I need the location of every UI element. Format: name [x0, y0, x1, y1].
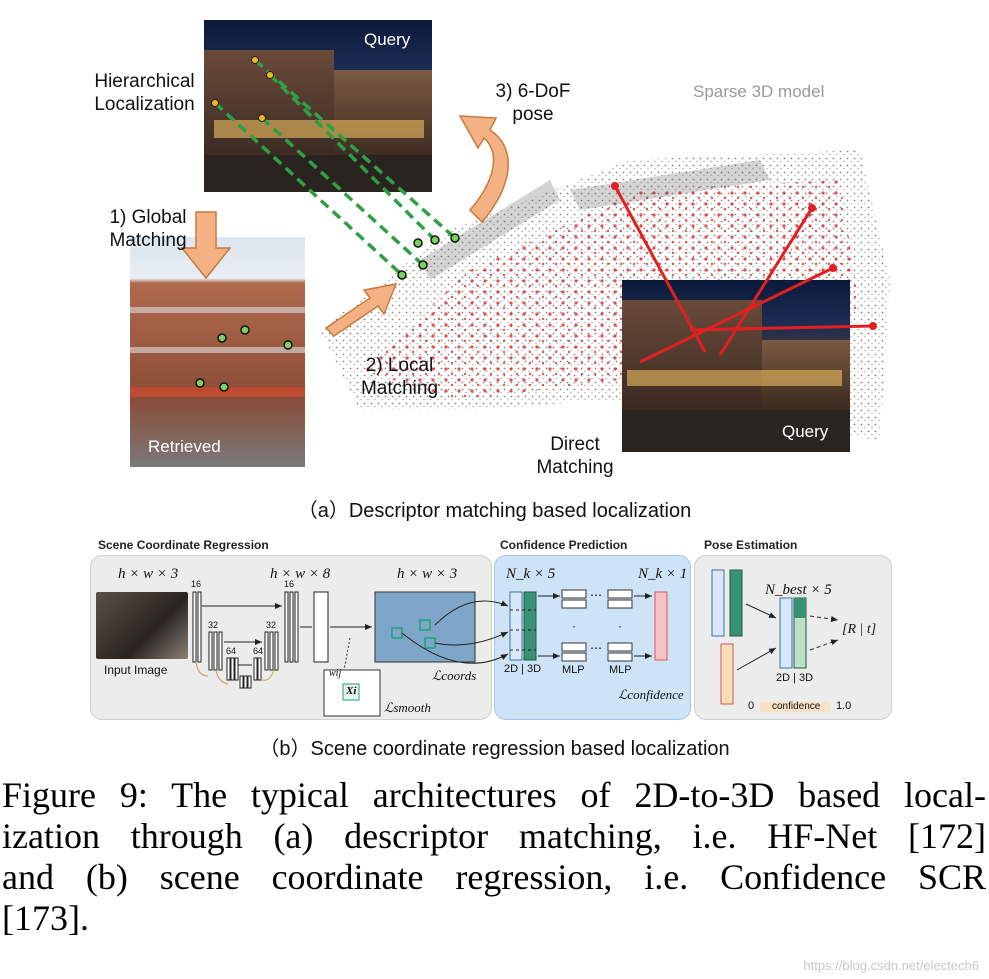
global-matching-arrow [180, 211, 232, 280]
dim-nk5: N_k × 5 [506, 566, 556, 582]
retrieved-label: Retrieved [148, 437, 221, 456]
query-bottom-label: Query [782, 422, 829, 441]
title-confidence-prediction: Confidence Prediction [500, 538, 628, 552]
query-image-top: Query [204, 20, 432, 192]
confidence-scale-1: 1.0 [836, 700, 852, 712]
title-scene-coordinate-regression: Scene Coordinate Regression [98, 538, 269, 552]
dim-hidden: h × w × 8 [270, 566, 331, 582]
retrieved-image: Retrieved [130, 237, 305, 467]
local-matching-arrow [324, 283, 398, 337]
network-diagram: ⋯ ⋯ · · [192, 569, 839, 717]
caption-b: （b）Scene coordinate regression based loc… [259, 738, 730, 760]
six-dof-pose-label: 3) 6-DoF pose [495, 81, 571, 125]
ch32a: 32 [208, 620, 219, 630]
local-matching-label: 2) Local Matching [360, 355, 439, 399]
matching-overlay [180, 56, 877, 392]
hierarchical-localization-label: Hierarchical Localization [94, 71, 195, 115]
query-top-label: Query [364, 30, 411, 49]
figure-caption-line: and (b) scene coordinate regression, i.e… [2, 857, 986, 897]
x-i-label: Xi [346, 685, 357, 697]
panel-b: Scene Coordinate Regression Confidence P… [0, 530, 989, 760]
svg-text:⋯: ⋯ [590, 641, 602, 655]
w-ij-label: wij [329, 668, 342, 679]
figure-caption: Figure 9: The typical architectures of 2… [2, 775, 986, 939]
figure-caption-line: [173]. [2, 898, 89, 938]
watermark: https://blog.csdn.net/electech6 [803, 958, 979, 973]
ch64a: 64 [226, 646, 237, 656]
rt-label: [R | t] [842, 622, 877, 637]
twod3d-confidence: 2D | 3D [504, 663, 542, 675]
loss-smooth: ℒsmooth [384, 700, 431, 715]
dim-nk1: N_k × 1 [638, 566, 688, 582]
loss-confidence: ℒconfidence [618, 687, 684, 702]
sparse-3d-model-label: Sparse 3D model [693, 82, 825, 101]
confidence-scale-0: 0 [748, 700, 755, 712]
panel-a: Hierarchical Localization Query Retrieve… [94, 20, 890, 522]
pose-arrow [458, 115, 509, 224]
caption-a: （a）Descriptor matching based localizatio… [297, 500, 692, 522]
figure-caption-line: ization through (a) descriptor matching,… [2, 816, 986, 856]
title-pose-estimation: Pose Estimation [704, 538, 798, 552]
dim-nbest5: N_best × 5 [765, 582, 832, 598]
figure-caption-line: Figure 9: The typical architectures of 2… [2, 775, 986, 815]
dim-output: h × w × 3 [397, 566, 458, 582]
dim-input: h × w × 3 [118, 566, 179, 582]
ch16a: 16 [191, 579, 202, 589]
input-image [96, 592, 188, 659]
ch32b: 32 [266, 620, 277, 630]
svg-text:·: · [618, 619, 622, 633]
svg-text:·: · [572, 619, 576, 633]
confidence-scale-label: confidence [772, 701, 821, 712]
ch16b: 16 [284, 579, 295, 589]
twod3d-pose: 2D | 3D [776, 672, 814, 684]
svg-text:⋯: ⋯ [590, 588, 602, 602]
ch64b: 64 [253, 646, 264, 656]
global-matching-label: 1) Global Matching [109, 207, 187, 251]
direct-matching-label: Direct Matching [536, 434, 614, 478]
mlp-label-2: MLP [609, 664, 632, 676]
loss-coords: ℒcoords [432, 668, 477, 683]
query-image-bottom: Query [622, 280, 850, 452]
input-image-label: Input Image [104, 663, 168, 677]
mlp-label-1: MLP [562, 664, 585, 676]
